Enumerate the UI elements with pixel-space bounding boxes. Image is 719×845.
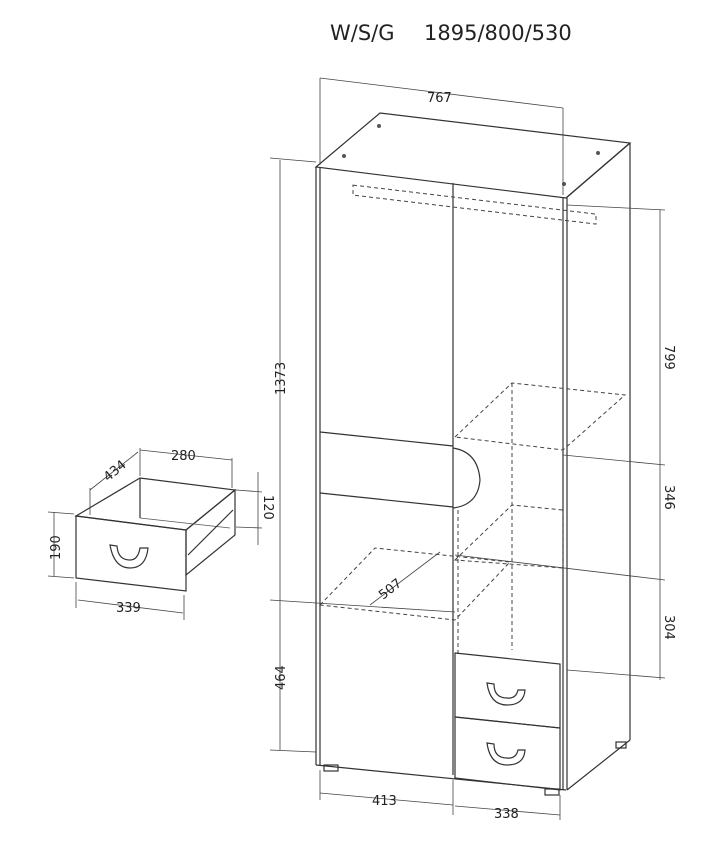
drawer-top-opening bbox=[74, 477, 237, 531]
wardrobe bbox=[314, 112, 632, 796]
wardrobe-foot bbox=[323, 764, 339, 772]
drawer-dim-339: 339 bbox=[116, 601, 141, 616]
dim-1373: 1373 bbox=[274, 362, 289, 395]
drawer-handle-icon bbox=[109, 544, 149, 569]
drawer-handle-icon bbox=[486, 742, 526, 766]
drawer-front bbox=[75, 515, 187, 592]
drawer-dim-120: 120 bbox=[260, 495, 275, 520]
drawer-handle-icon bbox=[486, 682, 526, 706]
dim-304: 304 bbox=[661, 615, 676, 640]
door-panel-seam bbox=[319, 431, 454, 508]
wardrobe-top bbox=[314, 112, 632, 199]
lower-shelf bbox=[318, 547, 512, 621]
dim-464: 464 bbox=[274, 665, 289, 690]
hidden-partition bbox=[457, 383, 513, 655]
wardrobe-foot bbox=[544, 788, 560, 796]
dim-799: 799 bbox=[661, 345, 676, 370]
dowel-hole bbox=[342, 154, 346, 158]
dim-338: 338 bbox=[494, 807, 519, 822]
dimension-lines bbox=[269, 77, 666, 820]
drawer-dim-280: 280 bbox=[171, 449, 196, 464]
drawer-runner bbox=[187, 509, 234, 556]
dowel-hole bbox=[377, 124, 381, 128]
dowel-hole bbox=[596, 151, 600, 155]
upper-shelf bbox=[453, 382, 627, 451]
drawer-side bbox=[185, 488, 236, 577]
door-handle bbox=[452, 447, 481, 509]
wardrobe-drawer-1 bbox=[454, 652, 561, 729]
drawer-dimension-lines bbox=[47, 448, 263, 620]
drawer-detail bbox=[47, 448, 263, 620]
title-model: W/S/G bbox=[330, 21, 395, 45]
dim-507: 507 bbox=[376, 576, 405, 603]
wardrobe-body-outline bbox=[315, 142, 631, 791]
middle-shelf bbox=[453, 504, 564, 569]
dim-767: 767 bbox=[427, 91, 452, 106]
wardrobe-foot bbox=[615, 741, 627, 749]
hanging-rail bbox=[352, 184, 597, 225]
drawer-inner-edges bbox=[139, 478, 231, 529]
drawer-dim-190: 190 bbox=[49, 535, 64, 560]
dim-413: 413 bbox=[372, 794, 397, 809]
title-dimensions: 1895/800/530 bbox=[424, 21, 572, 45]
dim-346: 346 bbox=[661, 485, 676, 510]
wardrobe-drawer-2 bbox=[454, 716, 561, 791]
